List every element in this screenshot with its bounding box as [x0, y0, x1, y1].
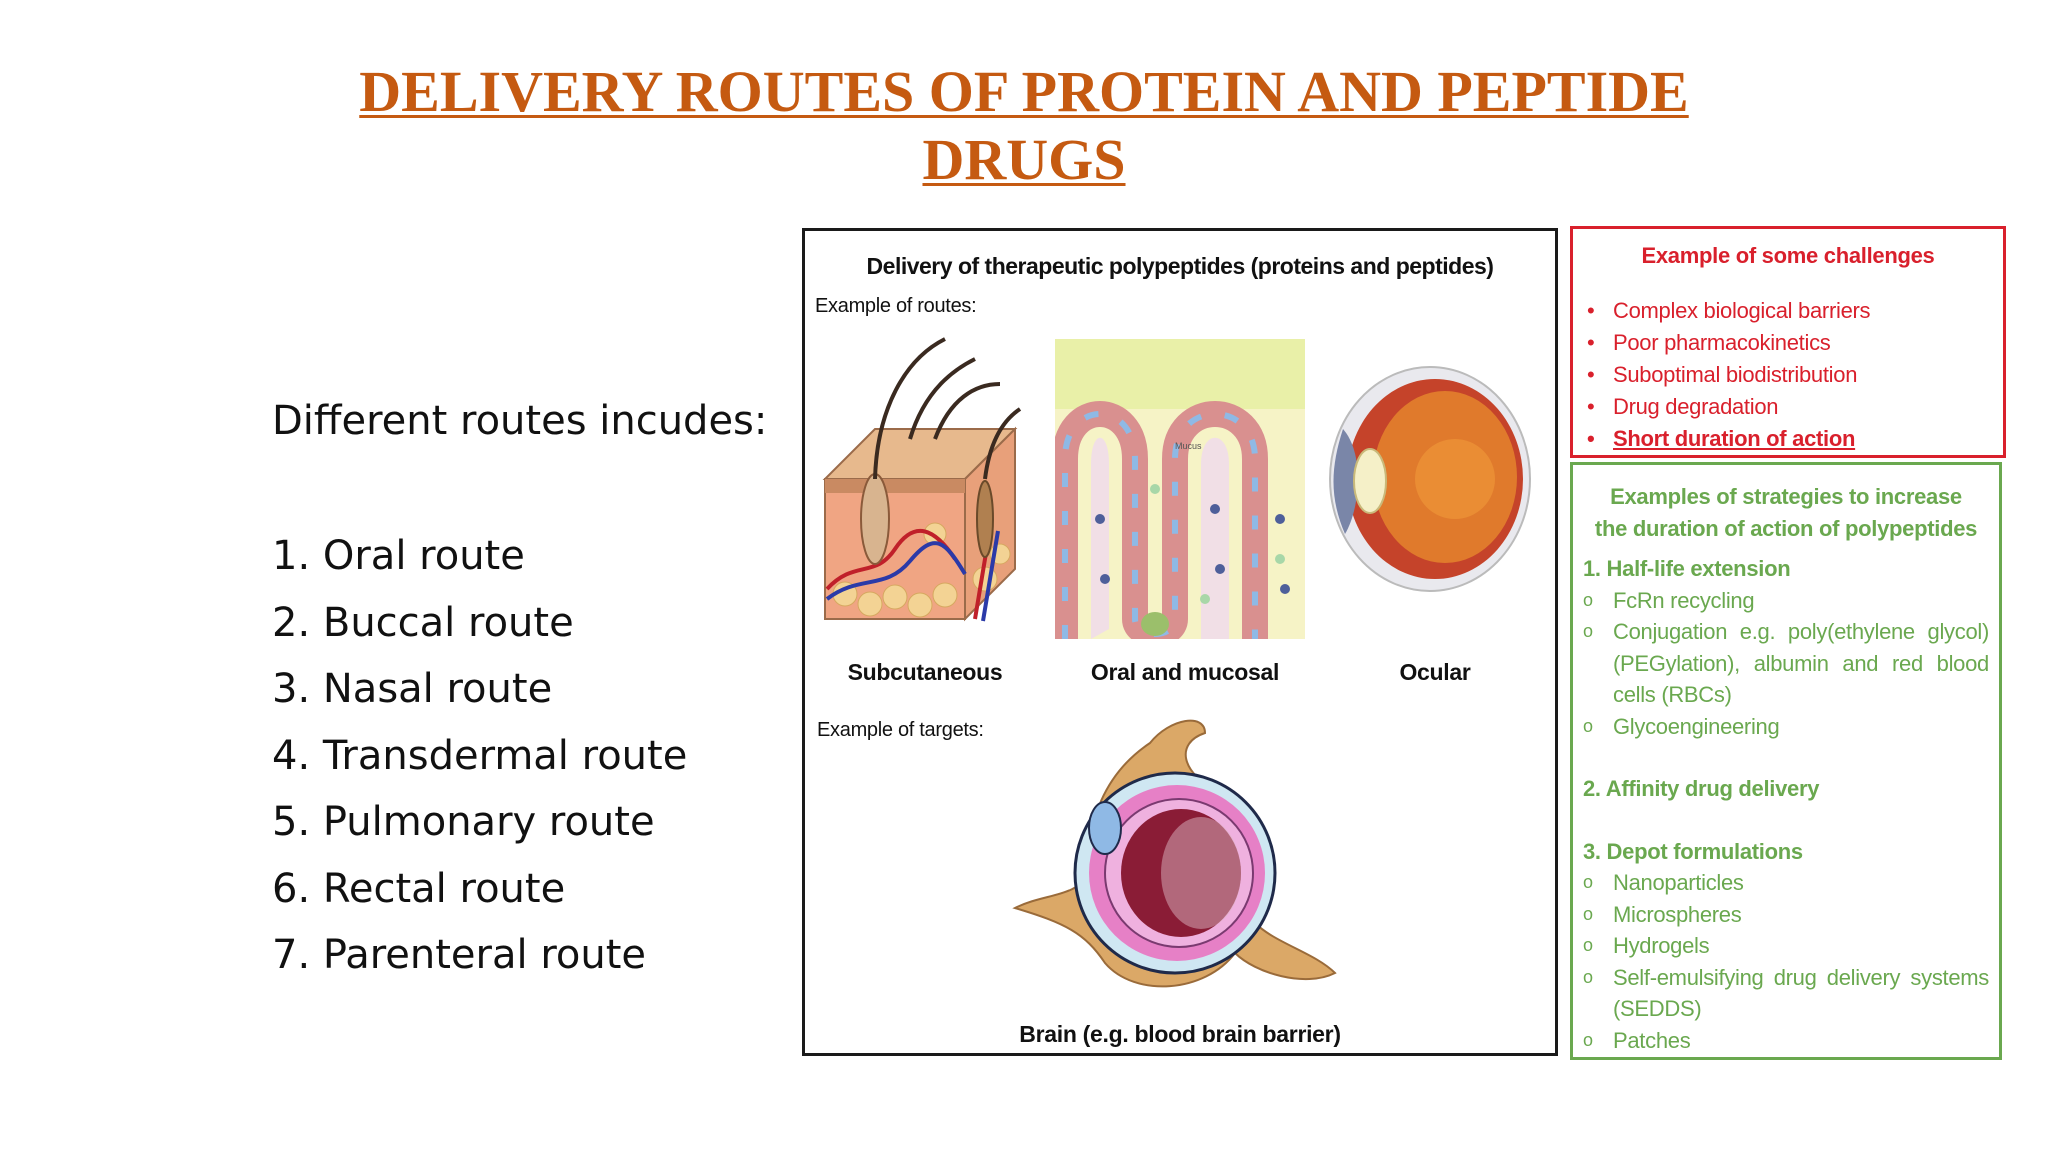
- challenges-box: Example of some challenges Complex biolo…: [1570, 226, 2006, 458]
- strategy-item: Patches: [1583, 1025, 1989, 1057]
- route-label-oral-mucosal: Oral and mucosal: [1090, 659, 1280, 685]
- intestine-illustration: Mucus: [1055, 339, 1305, 639]
- strategy-item: Self-emulsifying drug delivery systems (…: [1583, 962, 1989, 1025]
- eye-illustration: [1329, 366, 1531, 592]
- skin-illustration: [822, 337, 1022, 622]
- route-item: 2. Buccal route: [272, 599, 574, 646]
- strategy-item: FcRn recycling: [1583, 585, 1989, 617]
- challenge-item: Complex biological barriers: [1583, 295, 1871, 327]
- route-item: 5. Pulmonary route: [272, 799, 655, 845]
- intro-text: Different routes incudes:: [272, 398, 768, 444]
- strategies-title: Examples of strategies to increase the d…: [1594, 484, 1978, 541]
- challenges-title: Example of some challenges: [1641, 243, 1935, 268]
- route-item: 1. Oral route: [272, 533, 525, 579]
- slide-title: DELIVERY ROUTES OF PROTEIN AND PEPTIDE D…: [0, 58, 2048, 194]
- strategies-box: Examples of strategies to increase the d…: [1570, 462, 2002, 1060]
- challenge-item: Short duration of action: [1583, 423, 1870, 455]
- target-label-brain: Brain (e.g. blood brain barrier): [1019, 1021, 1341, 1047]
- route-label-ocular: Ocular: [1399, 659, 1471, 685]
- route-item: 6. Rectal route: [272, 865, 566, 912]
- routes-list: 1. Oral route 2. Buccal route 3. Nasal r…: [272, 530, 687, 996]
- strategy-item: Nanoparticles: [1583, 867, 1989, 899]
- challenge-item: Drug degradation: [1583, 391, 1870, 423]
- challenge-item: Poor pharmacokinetics: [1583, 327, 1870, 359]
- figure-title: Delivery of therapeutic polypeptides (pr…: [866, 253, 1494, 279]
- strategy-heading: 2. Affinity drug delivery: [1583, 776, 1820, 801]
- strategy-item: Conjugation e.g. poly(ethylene glycol) (…: [1583, 616, 1989, 711]
- route-item: 3. Nasal route: [272, 666, 553, 712]
- strategy-item: Hydrogels: [1583, 930, 1989, 962]
- mucus-label: Mucus: [1175, 441, 1202, 451]
- blood-brain-barrier-illustration: [1012, 719, 1337, 988]
- route-label-subcutaneous: Subcutaneous: [847, 659, 1003, 685]
- strategy-item: Glycoengineering: [1583, 711, 1989, 743]
- strategy-heading: 3. Depot formulations: [1583, 838, 1803, 864]
- route-item: 7. Parenteral route: [272, 932, 647, 978]
- slide-title-line-1: DELIVERY ROUTES OF PROTEIN AND PEPTIDE: [359, 59, 1689, 124]
- strategy-heading: 1. Half-life extension: [1583, 556, 1791, 581]
- routes-subheading: Example of routes:: [815, 295, 977, 317]
- challenge-item: Suboptimal biodistribution: [1583, 359, 1870, 391]
- strategies-list: 1. Half-life extension FcRn recycling Co…: [1583, 553, 1989, 1056]
- targets-subheading: Example of targets:: [817, 719, 984, 741]
- delivery-figure: Delivery of therapeutic polypeptides (pr…: [802, 228, 1558, 1056]
- route-item: 4. Transdermal route: [272, 732, 688, 779]
- slide-title-line-2: DRUGS: [922, 127, 1126, 192]
- challenges-list: Complex biological barriers Poor pharmac…: [1583, 295, 1871, 455]
- strategy-item: Microspheres: [1583, 899, 1989, 931]
